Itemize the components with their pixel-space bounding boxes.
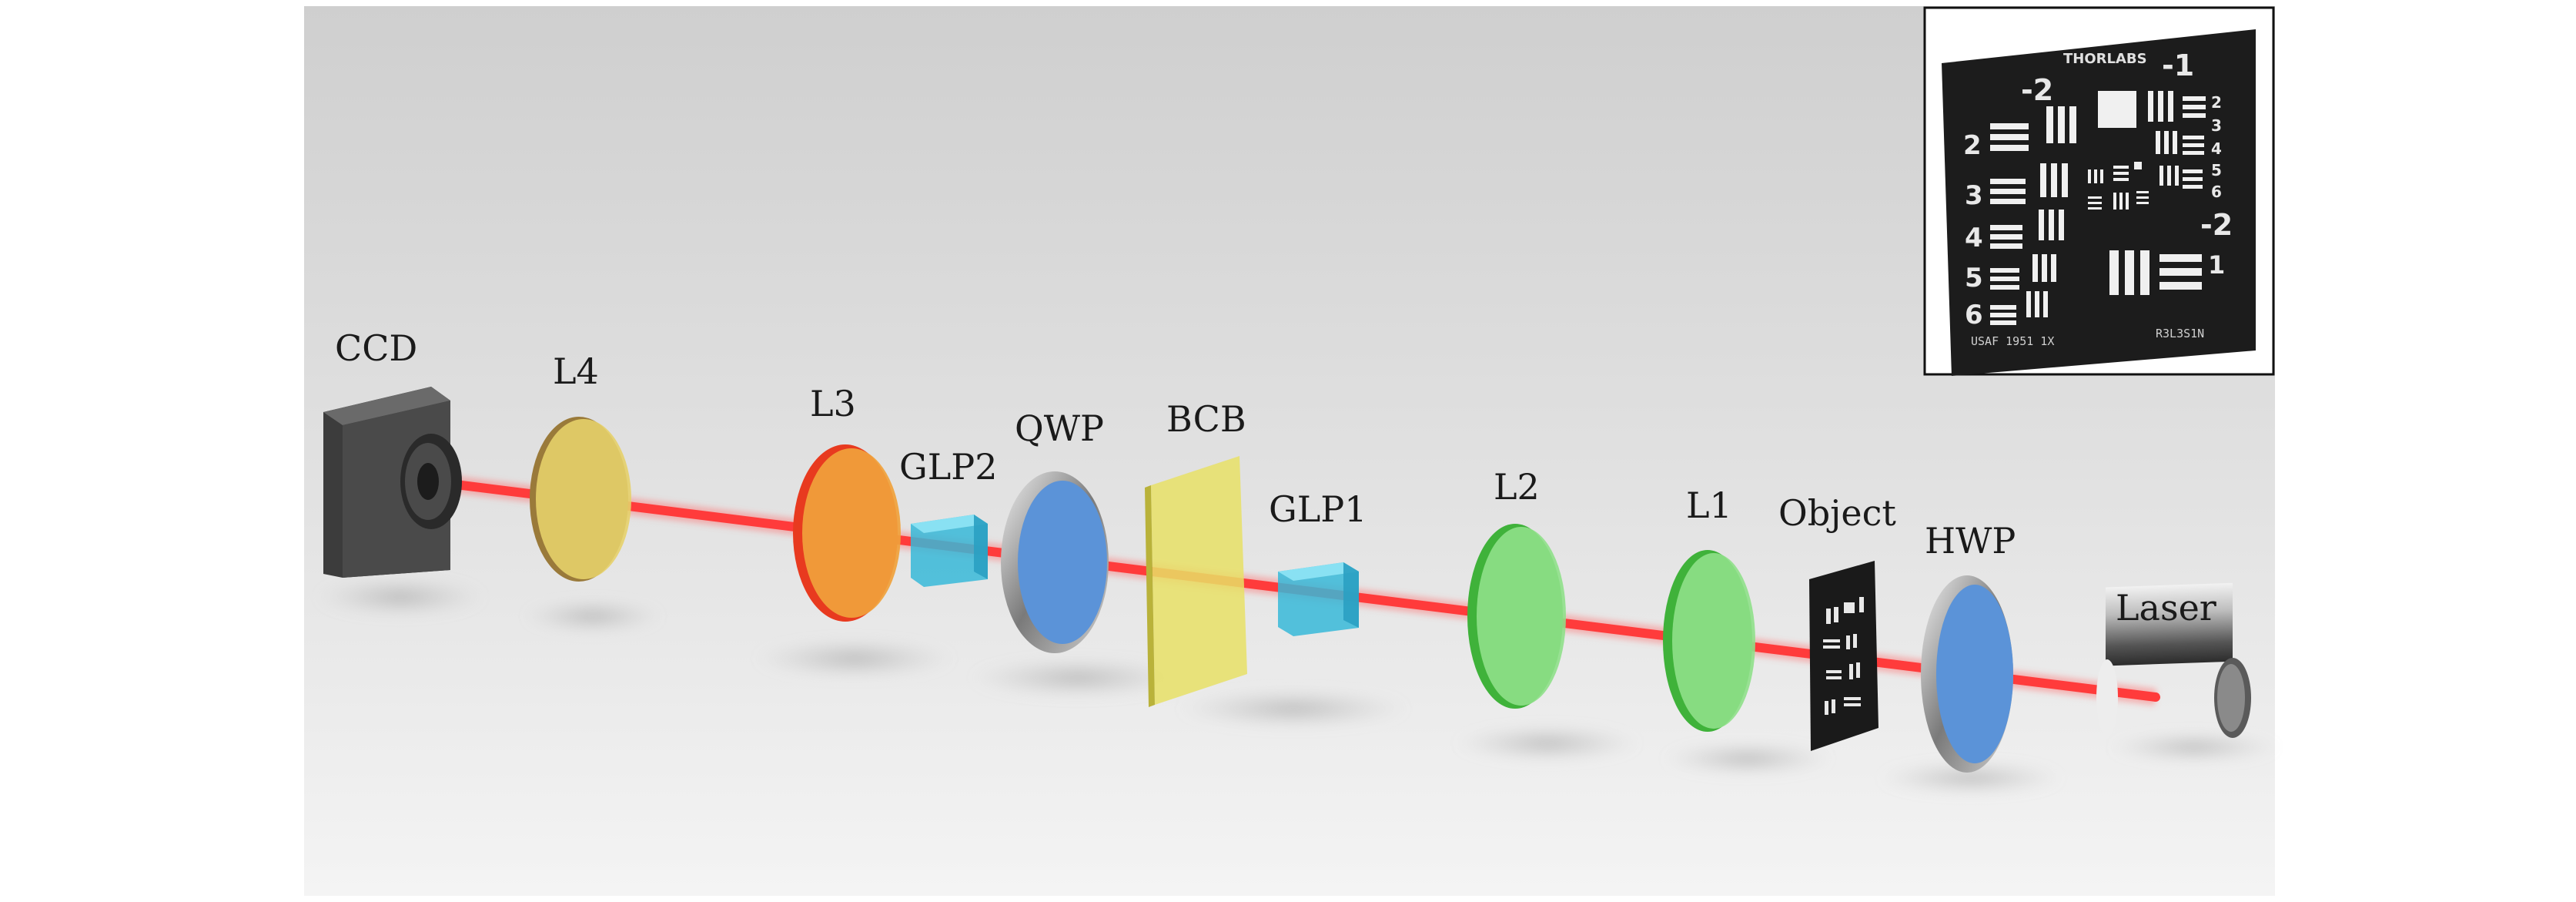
polarizer-glp1 <box>1278 562 1359 636</box>
waveplate-hwp <box>1921 575 2013 773</box>
label-l1: L1 <box>1686 485 1732 526</box>
svg-text:4: 4 <box>1965 223 1983 253</box>
object-target <box>1809 561 1878 751</box>
svg-text:-1: -1 <box>2162 49 2194 82</box>
svg-text:5: 5 <box>2211 161 2222 179</box>
component-labels: CCD L4 L3 GLP2 QWP BCB GLP1 L2 L1 Object… <box>335 327 2216 629</box>
inset-usaf-target: THORLABS -2 -1 2 3 4 5 6 -2 1 2 3 4 5 6 <box>1923 6 2275 376</box>
label-l3: L3 <box>810 383 856 424</box>
svg-text:-2: -2 <box>2021 73 2053 107</box>
svg-text:5: 5 <box>1965 263 1983 293</box>
label-hwp: HWP <box>1925 520 2016 562</box>
inset-part: R3L3S1N <box>2156 327 2204 340</box>
lens-l4 <box>530 417 631 582</box>
inset-brand: THORLABS <box>2063 51 2147 67</box>
svg-text:-2: -2 <box>2200 208 2233 242</box>
svg-text:2: 2 <box>2211 93 2222 112</box>
label-glp2: GLP2 <box>899 446 998 488</box>
inset-bars <box>1990 91 2206 325</box>
svg-text:1: 1 <box>2208 250 2225 280</box>
label-glp1: GLP1 <box>1269 488 1367 530</box>
label-bcb: BCB <box>1166 398 1246 440</box>
lens-l3 <box>793 444 901 622</box>
polarizer-glp2 <box>911 515 988 587</box>
label-ccd: CCD <box>335 327 417 369</box>
ground-shadows <box>316 577 2279 795</box>
waveplate-qwp <box>1001 471 1109 653</box>
label-qwp: QWP <box>1015 407 1104 449</box>
ccd-camera <box>323 387 462 578</box>
inset-group-labels: -2 -1 2 3 4 5 6 -2 1 2 3 4 5 6 <box>1963 49 2233 330</box>
svg-text:6: 6 <box>2211 183 2222 201</box>
label-l4: L4 <box>553 350 599 392</box>
svg-text:6: 6 <box>1965 300 1983 330</box>
label-l2: L2 <box>1494 466 1540 508</box>
svg-text:2: 2 <box>1963 130 1982 161</box>
lens-l1 <box>1663 550 1755 732</box>
plate-bcb <box>1145 456 1247 707</box>
laser-head <box>2096 582 2251 738</box>
svg-text:4: 4 <box>2211 139 2222 158</box>
inset-standard: USAF 1951 1X <box>1971 334 2054 348</box>
lens-l2 <box>1467 524 1566 709</box>
svg-text:3: 3 <box>1965 180 1983 211</box>
label-laser: Laser <box>2116 587 2216 629</box>
svg-text:3: 3 <box>2211 116 2222 135</box>
label-object: Object <box>1778 492 1896 534</box>
